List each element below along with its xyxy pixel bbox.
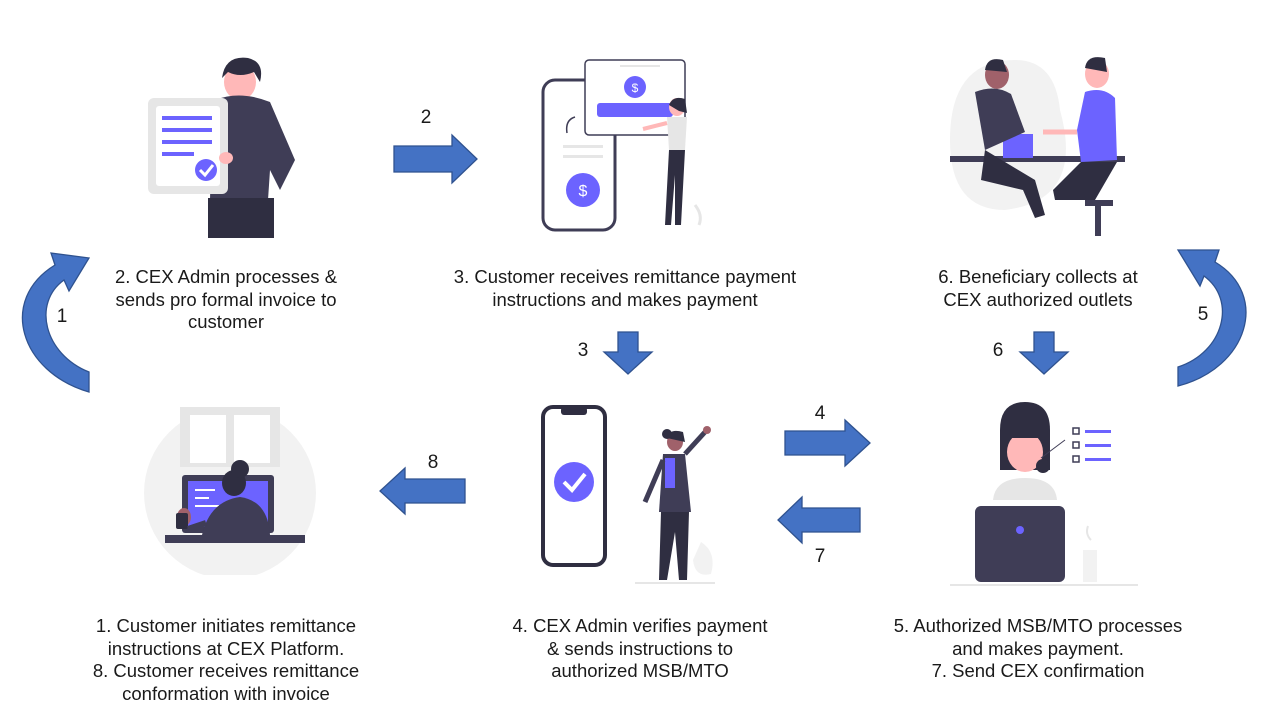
step-4-caption: 4. CEX Admin verifies payment & sends in… [470,615,810,683]
step-5-7-caption: 5. Authorized MSB/MTO processes and make… [863,615,1213,683]
step-2-line-2: sends pro formal invoice to [115,288,337,310]
arrow-right-4 [784,418,871,468]
step-1-8-caption: 1. Customer initiates remittance instruc… [56,615,396,705]
step-4-line-3: authorized MSB/MTO [551,660,729,681]
arrow-left-8 [379,466,466,516]
step-8-line-1: 8. Customer receives remittance [92,660,360,681]
step-1-line-2: instructions at CEX Platform. [107,637,345,659]
step-4-line-1: 4. CEX Admin verifies payment [512,615,768,636]
step-5-line-1: 5. Authorized MSB/MTO processes [893,615,1183,636]
arrow-label-7: 7 [814,546,826,567]
step-6-caption: 6. Beneficiary collects at CEX authorize… [888,266,1188,311]
arrow-label-6: 6 [992,340,1004,361]
step-2-caption: 2. CEX Admin processes & sends pro forma… [76,266,376,334]
admin-invoice-illustration [130,50,320,240]
handshake-illustration [945,50,1135,240]
arrow-label-4: 4 [814,403,826,424]
msb-laptop-illustration [945,400,1145,590]
step-3-caption: 3. Customer receives remittance payment … [415,266,835,311]
step-8-line-2: conformation with invoice [122,682,330,704]
step-6-line-1: 6. Beneficiary collects at [938,266,1138,287]
arrow-label-2: 2 [420,107,432,128]
arrow-curved-5 [1176,249,1247,387]
payment-phone-illustration: $ $ [535,55,725,235]
step-7-line-1: 7. Send CEX confirmation [931,660,1145,681]
svg-text:$: $ [632,81,639,95]
arrow-curved-1 [21,252,91,393]
arrow-label-5: 5 [1197,304,1209,325]
verify-phone-illustration [535,402,735,592]
step-1-line-1: 1. Customer initiates remittance [95,615,357,636]
step-2-line-3: customer [187,311,265,332]
step-3-line-1: 3. Customer receives remittance payment [453,266,797,287]
arrow-down-6 [1018,331,1070,375]
arrow-label-8: 8 [427,452,439,473]
step-2-line-1: 2. CEX Admin processes & [114,266,338,287]
customer-computer-illustration [140,405,320,575]
arrow-label-3: 3 [577,340,589,361]
arrow-label-1: 1 [56,306,68,327]
arrow-left-7 [777,495,861,545]
step-5-line-2: and makes payment. [952,637,1124,659]
step-3-line-2: instructions and makes payment [492,288,758,310]
arrow-down-3 [602,331,654,375]
svg-text:$: $ [579,183,588,200]
step-4-line-2: & sends instructions to [546,637,734,659]
step-6-line-2: CEX authorized outlets [943,288,1133,310]
arrow-right-2 [393,133,478,185]
